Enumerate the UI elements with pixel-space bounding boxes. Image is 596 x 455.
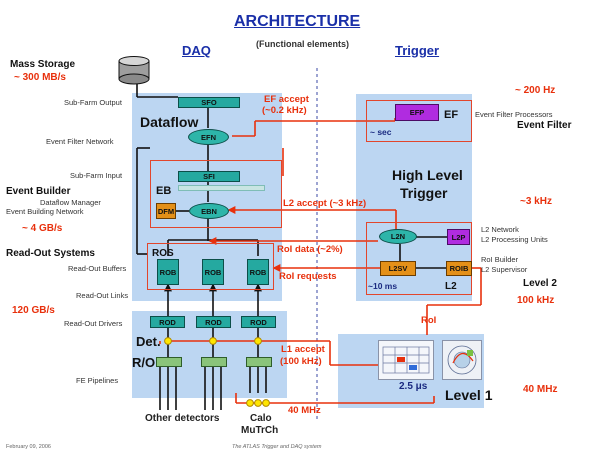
readout-rate: 120 GB/s: [12, 305, 55, 316]
mutrch-label: MuTrCh: [241, 425, 279, 436]
l2-label: L2: [445, 281, 457, 292]
efn-node[interactable]: EFN: [188, 129, 229, 145]
footer-date: February 09, 2006: [6, 444, 51, 450]
sub-farm-input-label: Sub-Farm Input: [70, 171, 123, 180]
l2-frame: [366, 222, 472, 295]
l2p-node[interactable]: L2P: [447, 229, 470, 245]
l2n-node[interactable]: L2N: [379, 229, 417, 244]
footer-center: The ATLAS Trigger and DAQ system: [232, 444, 322, 450]
event-filter-processors-label: Event Filter Processors: [475, 110, 553, 119]
mass-storage-rate: ~ 300 MB/s: [14, 72, 66, 83]
l1-latency: 2.5 μs: [399, 381, 428, 392]
fe-pipeline-2[interactable]: [201, 357, 227, 367]
l2-rate: ~3 kHz: [520, 196, 552, 207]
ef-latency: ~ sec: [370, 127, 392, 137]
dataflow-title: Dataflow: [140, 114, 199, 130]
efp-node[interactable]: EFP: [395, 104, 439, 121]
readout-links-label: Read-Out Links: [76, 291, 129, 300]
dataflow-manager-label: Dataflow Manager: [40, 198, 101, 207]
roi-builder-label: RoI Builder: [481, 255, 519, 264]
l1-accept-label: L1 accept: [281, 344, 325, 355]
event-filter-label: Event Filter: [517, 120, 572, 131]
ro-label: R/O: [132, 355, 156, 370]
storage-disk-icon: [118, 56, 150, 85]
event-builder-rate: ~ 4 GB/s: [22, 223, 63, 234]
ef-accept-label: EF accept: [264, 94, 309, 105]
daq-heading: DAQ: [182, 43, 211, 58]
ef-rate: ~ 200 Hz: [515, 85, 556, 96]
ef-accept-rate: (~0.2 kHz): [262, 105, 307, 116]
l1-muon-graphic: [442, 340, 482, 380]
page-title: ARCHITECTURE: [234, 13, 361, 30]
event-builder-frame: [150, 160, 282, 228]
roi-label: RoI: [421, 315, 437, 326]
hlt-line-1: High Level: [392, 167, 463, 183]
l1-calorimeter-graphic: [378, 340, 434, 380]
l2-supervisor-label: L2 Supervisor: [481, 265, 528, 274]
readout-drivers-label: Read-Out Drivers: [64, 319, 123, 328]
rod-node-2[interactable]: ROD: [196, 316, 231, 328]
bunch-crossing-label: 40 MHz: [288, 405, 321, 416]
fe-pipeline-3[interactable]: [246, 357, 272, 367]
event-building-network-label: Event Building Network: [6, 207, 84, 216]
roi-data-label: RoI data (~2%): [277, 244, 343, 255]
roi-requests-label: RoI requests: [279, 271, 337, 282]
readout-systems-label: Read-Out Systems: [6, 248, 95, 259]
sfi-stack-bar: [178, 185, 265, 191]
page-subtitle: (Functional elements): [256, 39, 350, 49]
l2sv-node[interactable]: L2SV: [380, 261, 416, 276]
ros-frame: [147, 243, 274, 290]
fe-pipelines-label: FE Pipelines: [76, 376, 119, 385]
l2-accept-label: L2 accept (~3 kHz): [283, 198, 367, 209]
other-detectors-label: Other detectors: [145, 413, 220, 424]
event-builder-label: Event Builder: [6, 186, 71, 197]
ros-label: ROS: [152, 248, 174, 259]
calo-label: Calo: [250, 413, 272, 424]
sub-farm-output-label: Sub-Farm Output: [64, 98, 122, 107]
fe-pipeline-1[interactable]: [156, 357, 182, 367]
det-label: Det.: [136, 334, 161, 349]
level1-label: Level 1: [445, 387, 493, 403]
ef-frame: [366, 100, 472, 142]
rob-node-2[interactable]: ROB: [202, 259, 224, 285]
ef-label: EF: [444, 109, 459, 121]
mass-storage-label: Mass Storage: [10, 59, 76, 70]
l1-accept-rate: (100 kHz): [280, 356, 322, 367]
event-filter-network-label: Event Filter Network: [46, 137, 114, 146]
sfo-node[interactable]: SFO: [178, 97, 240, 108]
rod-node-3[interactable]: ROD: [241, 316, 276, 328]
l2-network-label: L2 Network: [481, 225, 519, 234]
sfi-node[interactable]: SFI: [178, 171, 240, 182]
rob-node-3[interactable]: ROB: [247, 259, 269, 285]
dfm-node[interactable]: DFM: [156, 203, 176, 219]
rod-node-1[interactable]: ROD: [150, 316, 185, 328]
eb-label: EB: [156, 185, 172, 197]
l2-processing-units-label: L2 Processing Units: [481, 235, 548, 244]
roib-node[interactable]: ROIB: [446, 261, 472, 276]
readout-buffers-label: Read-Out Buffers: [68, 264, 127, 273]
hlt-line-2: Trigger: [400, 185, 448, 201]
l2-latency: ~10 ms: [368, 281, 398, 291]
ebn-node[interactable]: EBN: [189, 203, 229, 219]
level2-label: Level 2: [523, 278, 557, 289]
bunch-crossing-rate: 40 MHz: [523, 384, 558, 395]
rob-node-1[interactable]: ROB: [157, 259, 179, 285]
l1-output-rate: 100 kHz: [517, 295, 555, 306]
trigger-heading: Trigger: [395, 43, 440, 58]
